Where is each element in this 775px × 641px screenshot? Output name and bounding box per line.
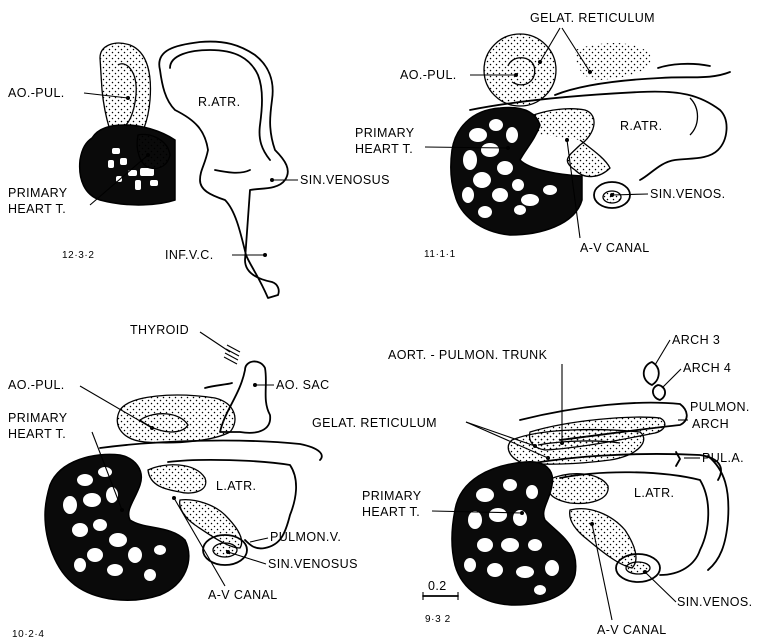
- label-heart-t: HEART T.: [8, 202, 66, 216]
- scale-bar-label: 0.2: [428, 579, 447, 593]
- label-arch: ARCH: [692, 417, 729, 431]
- label-sin-venos-4: SIN.VENOS.: [677, 595, 753, 609]
- specimen-id-12-3-2: 12·3·2: [62, 250, 95, 261]
- panel-9-3-2: 0.2 ARCH 3 ARCH 4 AORT. - PULMON. TRUNK …: [312, 333, 753, 637]
- label-aort-pulmon-trunk: AORT. - PULMON. TRUNK: [388, 348, 548, 362]
- label-arch-3: ARCH 3: [672, 333, 720, 347]
- label-primary-2: PRIMARY: [355, 126, 415, 140]
- label-pulmon: PULMON.: [690, 400, 750, 414]
- label-primary-3: PRIMARY: [8, 411, 68, 425]
- label-gelat-reticulum-4: GELAT. RETICULUM: [312, 416, 437, 430]
- label-gelat-reticulum: GELAT. RETICULUM: [530, 11, 655, 25]
- panel-11-1-1: GELAT. RETICULUM AO.-PUL. R.ATR. PRIMARY…: [355, 11, 731, 260]
- specimen-id-10-2-4: 10·2·4: [12, 629, 45, 640]
- label-heart-t-3: HEART T.: [8, 427, 66, 441]
- specimen-id-9-3-2: 9·3 2: [425, 614, 451, 625]
- label-ao-pul-3: AO.-PUL.: [8, 378, 65, 392]
- right-atrium-outline: [158, 40, 289, 299]
- label-inf-vc: INF.V.C.: [165, 248, 214, 262]
- label-l-atr-4: L.ATR.: [634, 486, 674, 500]
- label-pulmon-v: PULMON.V.: [270, 530, 341, 544]
- label-ao-pul-2: AO.-PUL.: [400, 68, 457, 82]
- label-sin-venosus: SIN.VENOSUS: [300, 173, 390, 187]
- label-arch-4: ARCH 4: [683, 361, 731, 375]
- label-primary: PRIMARY: [8, 186, 68, 200]
- label-r-atr-2: R.ATR.: [620, 119, 662, 133]
- panel-12-3-2: AO.-PUL. R.ATR. PRIMARY HEART T. SIN.VEN…: [8, 40, 390, 299]
- label-a-v-canal-4: A-V CANAL: [597, 623, 667, 637]
- label-sin-venos-2: SIN.VENOS.: [650, 187, 726, 201]
- label-heart-t-4: HEART T.: [362, 505, 420, 519]
- label-sin-venosus-3: SIN.VENOSUS: [268, 557, 358, 571]
- label-thyroid: THYROID: [130, 323, 189, 337]
- label-l-atr-3: L.ATR.: [216, 479, 256, 493]
- label-heart-t-2: HEART T.: [355, 142, 413, 156]
- specimen-id-11-1-1: 11·1·1: [424, 249, 456, 260]
- label-a-v-canal-3: A-V CANAL: [208, 588, 278, 602]
- label-ao-sac: AO. SAC: [276, 378, 330, 392]
- label-primary-4: PRIMARY: [362, 489, 422, 503]
- label-a-v-canal-2: A-V CANAL: [580, 241, 650, 255]
- panel-10-2-4: THYROID AO.-PUL. AO. SAC PRIMARY HEART T…: [8, 323, 358, 640]
- label-r-atr: R.ATR.: [198, 95, 240, 109]
- label-pul-a: PUL.A.: [702, 451, 744, 465]
- label-ao-pul: AO.-PUL.: [8, 86, 65, 100]
